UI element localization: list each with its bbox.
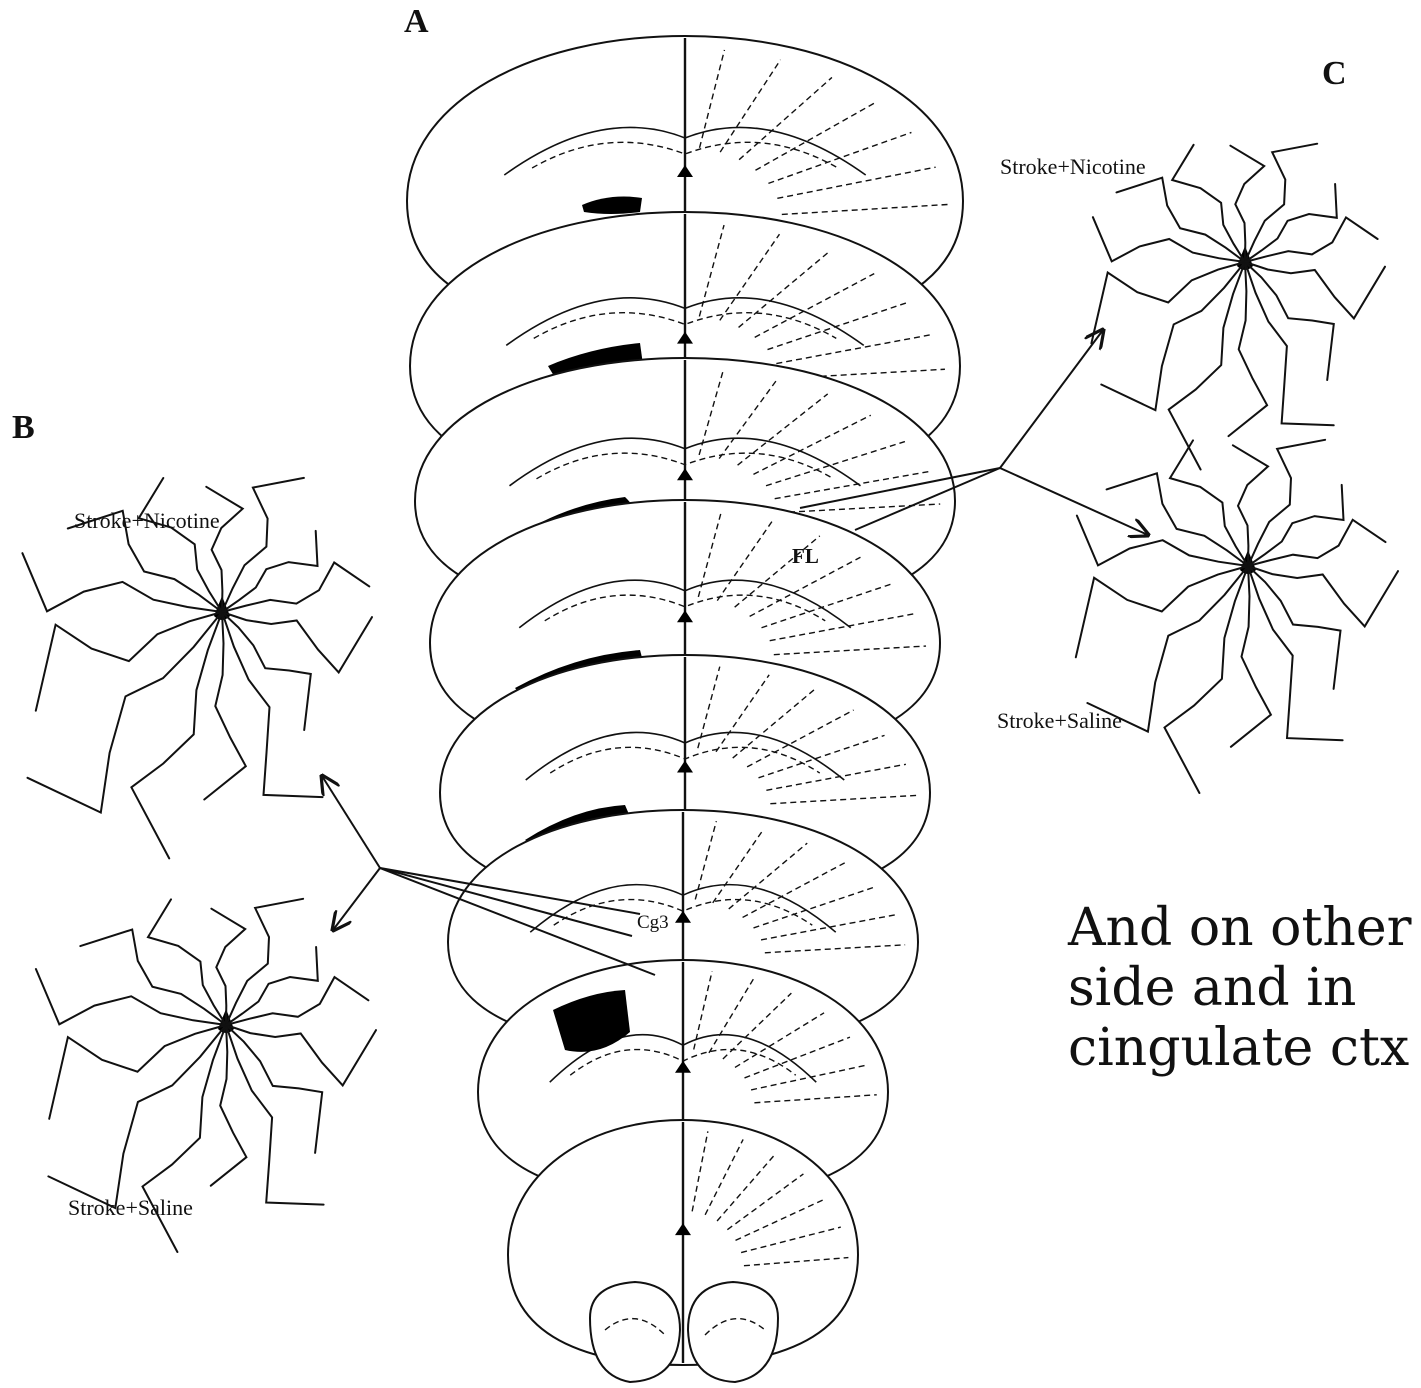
region-label-fl: FL [792, 544, 819, 568]
coronal-section-stack [407, 36, 963, 1382]
panel-c-label-nicotine: Stroke+Nicotine [1000, 154, 1146, 179]
panel-letter-a: A [404, 3, 429, 40]
coronal-section [508, 1120, 858, 1365]
region-label-cg3: Cg3 [637, 912, 669, 933]
neuron-b-nicotine [22, 478, 372, 859]
panel-letter-c: C [1322, 55, 1347, 92]
panel-letter-b: B [12, 409, 35, 446]
annotation-line-2: side and in [1068, 958, 1421, 1018]
neuron-c-saline [1076, 440, 1398, 793]
neuron-c-nicotine [1091, 144, 1385, 470]
panel-b-label-saline: Stroke+Saline [68, 1195, 193, 1220]
annotation-note: And on other side and in cingulate ctx [1068, 898, 1421, 1078]
annotation-line-3: cingulate ctx [1068, 1018, 1421, 1078]
panel-b-label-nicotine: Stroke+Nicotine [74, 508, 220, 533]
annotation-line-1: And on other [1068, 898, 1421, 958]
panel-c-label-saline: Stroke+Saline [997, 708, 1122, 733]
